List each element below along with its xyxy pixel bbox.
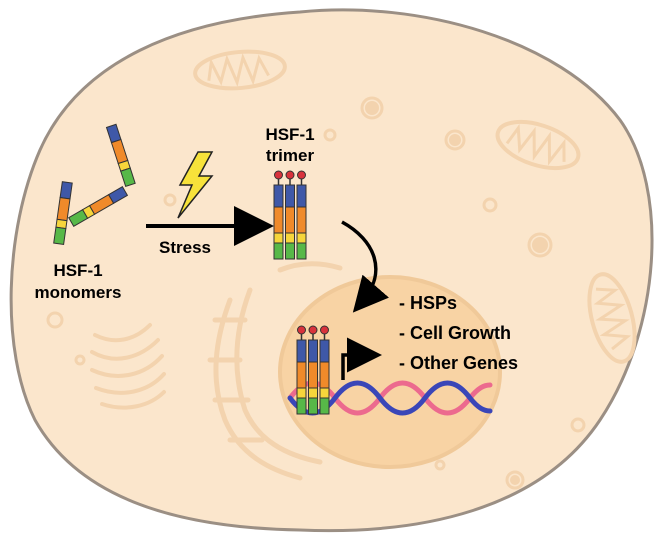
mitochondrion-top <box>193 49 287 91</box>
mitochondrion-right-top <box>495 119 581 171</box>
stress-label: Stress <box>159 238 211 257</box>
dna-strand-blue <box>287 380 493 416</box>
hsf1-trimer <box>273 170 307 260</box>
nuclear-translocation-arrow <box>341 220 389 313</box>
vesicles-filled <box>365 101 548 485</box>
target-hsps: - HSPs <box>399 293 457 313</box>
monomers-label-line2: monomers <box>35 283 122 302</box>
trimer-label-line2: trimer <box>266 146 315 165</box>
vesicles <box>46 96 586 490</box>
hsf1-monomer <box>68 185 129 228</box>
bent-arrow-icon <box>341 337 382 380</box>
hsf1-monomer <box>105 123 136 188</box>
lightning-icon <box>177 151 214 219</box>
trimer-label-line1: HSF-1 <box>265 125 314 144</box>
golgi-apparatus <box>90 323 166 410</box>
mitochondrion-right-bottom <box>587 272 637 364</box>
hsf1-trimer-bound <box>296 325 330 415</box>
target-cell-growth: - Cell Growth <box>399 323 511 343</box>
endoplasmic-reticulum <box>207 261 343 481</box>
dna-helix <box>287 380 493 416</box>
monomers-label-line1: HSF-1 <box>53 261 102 280</box>
nucleus <box>278 275 502 469</box>
hsf1-monomer <box>53 181 73 246</box>
target-other-genes: - Other Genes <box>399 353 518 373</box>
